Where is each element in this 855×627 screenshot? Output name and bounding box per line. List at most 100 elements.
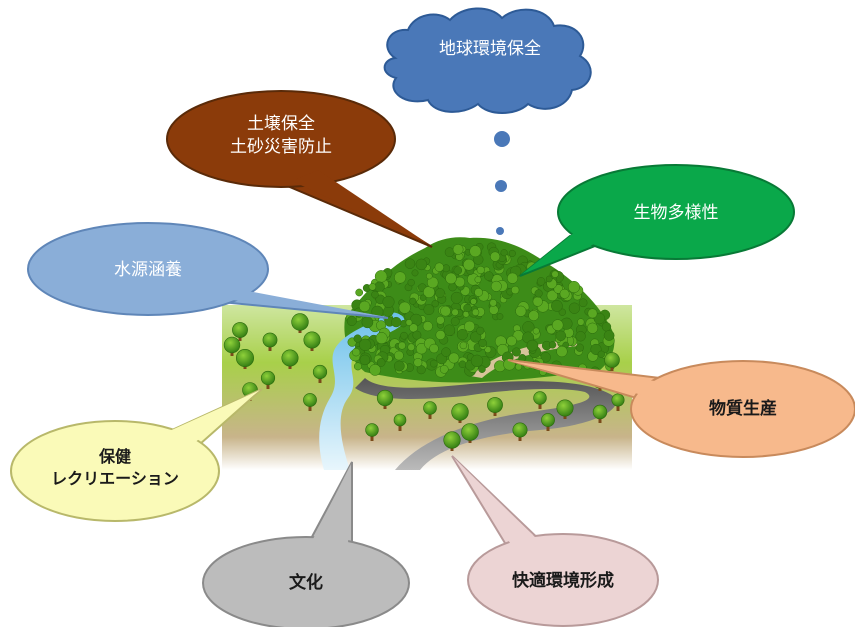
tree-canopy <box>559 288 570 299</box>
tree-canopy <box>394 350 404 361</box>
tree-canopy <box>435 288 445 299</box>
tree-canopy <box>393 360 405 372</box>
material-bubble <box>507 359 855 458</box>
tree-canopy <box>368 283 377 291</box>
tree <box>556 399 574 417</box>
tree-canopy <box>490 251 501 262</box>
tree-canopy <box>511 285 520 295</box>
tree-canopy <box>429 343 439 354</box>
tree-canopy <box>398 301 411 314</box>
tree-canopy <box>515 305 527 317</box>
culture-bubble <box>202 461 410 627</box>
tree-canopy <box>450 316 460 326</box>
tree-canopy <box>361 316 374 329</box>
tree-canopy <box>404 258 416 269</box>
soil-label-line1: 土壌保全 <box>247 114 315 134</box>
tree-canopy <box>374 270 388 283</box>
thought-dot-medium <box>495 180 507 192</box>
global-environment-label: 地球環境保全 <box>439 39 541 59</box>
tree-canopy <box>470 354 484 367</box>
tree-canopy <box>587 308 598 319</box>
tree-canopy <box>474 288 483 297</box>
tree-trunk <box>318 376 322 383</box>
tree-canopy <box>413 358 423 367</box>
tree <box>592 404 608 420</box>
tree-canopy <box>469 245 482 258</box>
health-label-line2: レクリエーション <box>51 468 179 488</box>
tree-canopy <box>405 319 413 326</box>
tree-canopy <box>407 343 415 351</box>
tree-canopy <box>422 321 433 332</box>
tree-canopy <box>415 343 428 355</box>
tree-trunk <box>538 402 542 409</box>
tree-canopy <box>391 316 402 328</box>
tree-canopy <box>548 341 557 349</box>
tree <box>312 364 328 380</box>
tree <box>232 322 248 338</box>
tree <box>303 393 317 407</box>
tree-canopy <box>506 272 519 284</box>
health-bubble <box>10 388 263 522</box>
tree-canopy <box>426 272 433 280</box>
tree-canopy <box>474 276 482 284</box>
tree <box>604 352 620 368</box>
thought-dot-small <box>496 227 504 235</box>
tree-canopy <box>458 360 467 369</box>
tree-canopy <box>440 305 451 317</box>
tree-canopy <box>346 315 357 326</box>
tree-canopy <box>506 335 517 347</box>
tree-canopy <box>429 359 438 368</box>
tree <box>223 336 241 354</box>
tree-canopy <box>558 308 566 316</box>
tree-canopy <box>568 302 581 314</box>
tree-trunk <box>268 344 272 351</box>
health-label: 保健 レクリエーション <box>25 446 205 489</box>
tree-canopy <box>443 324 456 336</box>
tree-trunk <box>398 424 402 431</box>
tree-canopy <box>536 277 546 286</box>
tree-canopy <box>369 364 381 376</box>
tree-canopy <box>578 298 588 308</box>
tree <box>611 393 625 407</box>
tree-canopy <box>448 352 460 364</box>
tree-canopy <box>490 280 502 292</box>
tree-canopy <box>463 303 472 313</box>
tree-trunk <box>370 434 374 441</box>
tree-trunk <box>428 412 432 419</box>
tree-canopy <box>463 258 475 271</box>
tree-canopy <box>423 304 435 316</box>
tree-canopy <box>478 338 487 348</box>
tree-trunk <box>308 404 312 411</box>
tree-canopy <box>400 331 408 340</box>
tree-canopy <box>545 275 553 283</box>
tree-canopy <box>488 305 499 315</box>
tree-canopy <box>359 354 371 366</box>
tree <box>281 349 299 367</box>
tree <box>461 423 479 441</box>
comfort-bubble <box>451 455 659 627</box>
tree-canopy <box>586 322 599 334</box>
tree <box>262 332 278 348</box>
tree-canopy <box>411 269 419 277</box>
tree-canopy <box>351 348 361 357</box>
tree <box>236 348 255 367</box>
tree-canopy <box>471 308 480 316</box>
tree-canopy <box>456 329 468 341</box>
tree-canopy <box>575 331 586 342</box>
tree <box>423 401 437 415</box>
culture-label: 文化 <box>289 573 323 593</box>
tree-canopy <box>478 365 486 373</box>
water-label: 水源涵養 <box>114 260 182 280</box>
tree-canopy <box>551 300 563 312</box>
tree-canopy <box>508 249 516 257</box>
biodiversity-label: 生物多様性 <box>633 203 719 223</box>
tree <box>533 391 547 405</box>
tree-trunk <box>266 382 270 389</box>
tree-canopy <box>577 318 585 326</box>
tree-canopy <box>484 346 492 354</box>
tree <box>393 413 407 427</box>
tree-canopy <box>450 291 463 304</box>
tree-canopy <box>551 270 559 278</box>
tree <box>376 389 394 407</box>
tree <box>487 397 503 413</box>
